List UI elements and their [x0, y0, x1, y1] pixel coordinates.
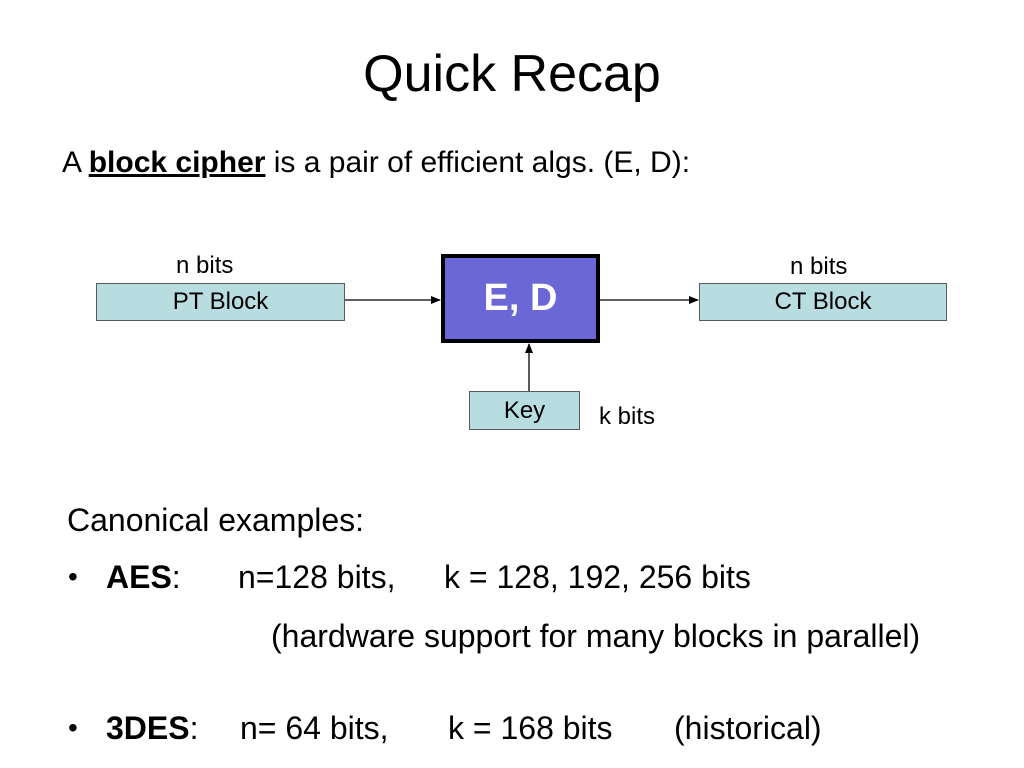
- example-block-size: n=128 bits,: [238, 559, 396, 595]
- key-box: Key: [469, 391, 580, 430]
- pt-block-box: PT Block: [96, 283, 345, 321]
- example-note: (hardware support for many blocks in par…: [271, 618, 921, 654]
- example-note: (historical): [674, 710, 822, 746]
- key-bits-label: k bits: [599, 403, 656, 430]
- output-bits-label: n bits: [790, 253, 848, 280]
- input-bits-label: n bits: [176, 252, 234, 279]
- example-separator: :: [171, 559, 181, 595]
- example-name: AES: [106, 559, 172, 595]
- definition-prefix: A: [62, 146, 89, 179]
- definition-suffix: is a pair of efficient algs. (E, D):: [265, 146, 691, 179]
- example-key-size: k = 128, 192, 256 bits: [444, 559, 751, 595]
- example-key-size: k = 168 bits: [448, 710, 613, 746]
- definition-line: A block cipher is a pair of efficient al…: [62, 144, 690, 182]
- bullet-marker: •: [68, 561, 78, 592]
- definition-term: block cipher: [88, 146, 266, 179]
- example-separator: :: [189, 710, 199, 746]
- example-block-size: n= 64 bits,: [240, 710, 389, 746]
- example-name: 3DES: [106, 710, 190, 746]
- ct-block-box: CT Block: [699, 283, 947, 321]
- cipher-box: E, D: [441, 254, 600, 343]
- examples-heading: Canonical examples:: [67, 502, 365, 538]
- bullet-marker: •: [68, 712, 78, 743]
- example-name-3des: 3DES:: [106, 709, 198, 747]
- slide-title: Quick Recap: [363, 45, 661, 103]
- example-name-aes: AES:: [106, 558, 181, 596]
